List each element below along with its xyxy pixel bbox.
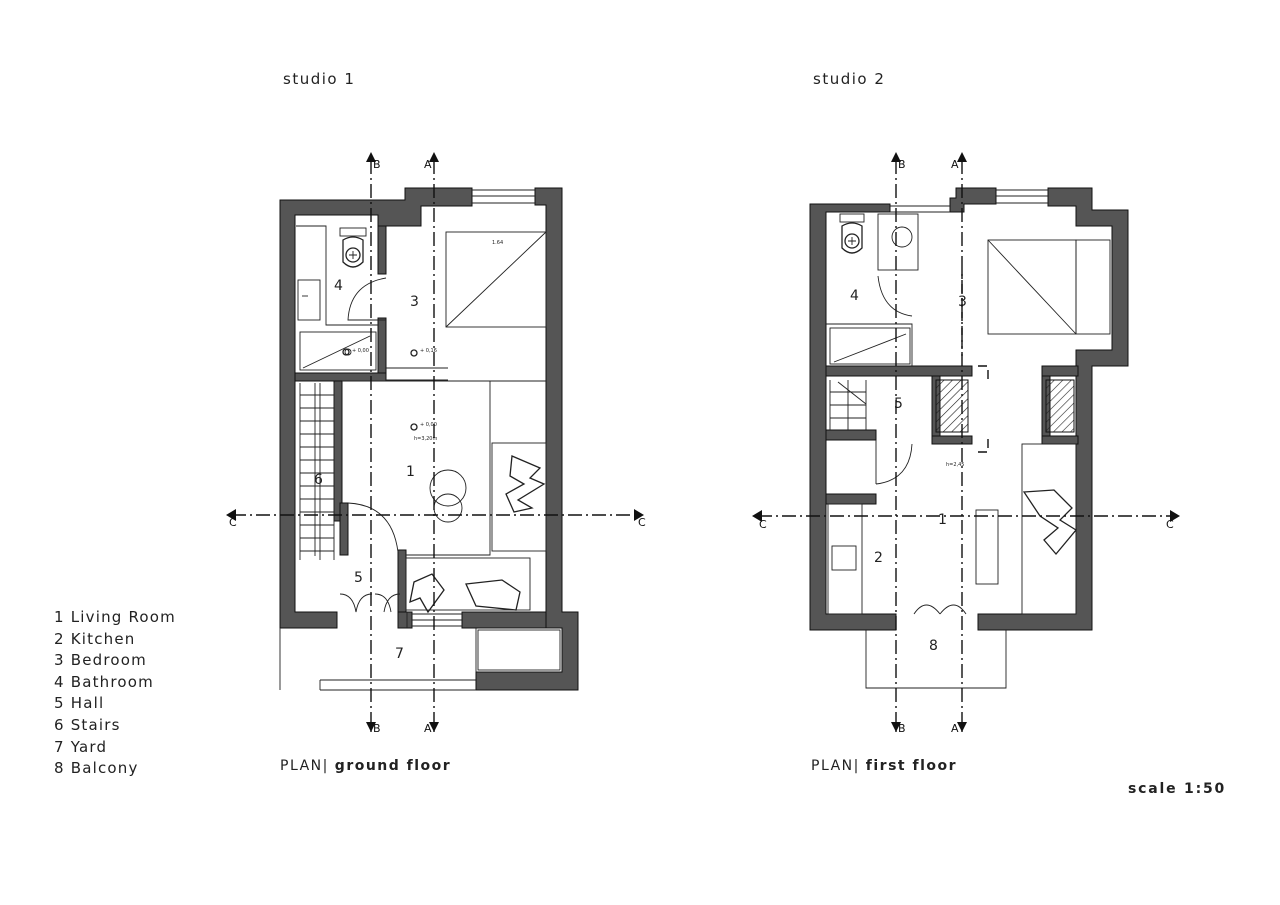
svg-text:C: C <box>229 516 237 529</box>
legend-item: 8 Balcony <box>54 759 139 778</box>
legend-item: 3 Bedroom <box>54 651 147 670</box>
legend-item: 7 Yard <box>54 737 108 756</box>
ground-room-1: 1 <box>406 464 415 480</box>
room-legend: 1 Living Room 2 Kitchen 3 Bedroom 4 Bath… <box>54 607 176 780</box>
svg-text:B: B <box>373 158 381 171</box>
ground-room-7: 7 <box>395 646 404 662</box>
first-room-1: 1 <box>938 512 947 528</box>
svg-text:+ 0,16: + 0,16 <box>420 348 437 354</box>
ground-partition-bath <box>377 225 387 275</box>
svg-text:B: B <box>898 158 906 171</box>
ground-stairs <box>299 383 335 560</box>
svg-text:h=3,20m: h=3,20m <box>414 436 437 442</box>
svg-text:C: C <box>759 518 767 531</box>
legend-item: 4 Bathroom <box>54 672 154 691</box>
first-floor-plan: h=2,45 1 2 3 4 5 8 B A B A C C <box>752 152 1180 735</box>
ground-partition-stairs <box>294 372 387 382</box>
legend-item: 5 Hall <box>54 694 105 713</box>
ground-bench <box>405 557 531 611</box>
first-table <box>975 509 999 585</box>
svg-text:1.64: 1.64 <box>492 240 503 246</box>
first-outer-wall <box>809 203 897 631</box>
first-stairs <box>829 380 867 430</box>
legend-item: 1 Living Room <box>54 608 176 626</box>
svg-text:B: B <box>373 722 381 735</box>
studio-2-title: studio 2 <box>813 70 886 88</box>
ground-bottom-wall <box>461 611 547 629</box>
first-room-5: 5 <box>894 396 903 412</box>
first-room-2: 2 <box>874 550 883 566</box>
studio-1-title: studio 1 <box>283 70 356 88</box>
svg-text:B: B <box>898 722 906 735</box>
ground-table <box>429 469 467 507</box>
first-partition <box>825 365 973 377</box>
ground-room-3: 3 <box>410 294 419 310</box>
ground-floor-caption: PLAN| ground floor <box>280 758 452 774</box>
legend-item: 2 Kitchen <box>54 629 136 648</box>
svg-text:h=2,45: h=2,45 <box>946 462 965 468</box>
svg-text:A: A <box>951 158 959 171</box>
first-room-8: 8 <box>929 638 938 654</box>
ground-bed <box>445 231 547 328</box>
scale-label: scale 1:50 <box>1128 781 1227 797</box>
ground-room-5: 5 <box>354 570 363 586</box>
first-room-3: 3 <box>958 294 967 310</box>
ground-sofa <box>491 442 547 552</box>
first-right-wall <box>977 187 1129 631</box>
svg-text:C: C <box>638 516 646 529</box>
legend-item: 6 Stairs <box>54 715 121 734</box>
first-room-4: 4 <box>850 288 859 304</box>
svg-text:A: A <box>424 722 432 735</box>
svg-text:C: C <box>1166 518 1174 531</box>
svg-text:A: A <box>424 158 432 171</box>
ground-room-6: 6 <box>314 472 323 488</box>
svg-text:A: A <box>951 722 959 735</box>
svg-text:+ 0,00: + 0,00 <box>420 422 437 428</box>
first-sofa <box>1021 443 1077 615</box>
ground-room-4: 4 <box>334 278 343 294</box>
first-kitchen-counter <box>827 503 863 615</box>
svg-text:+ 0,00: + 0,00 <box>352 348 369 354</box>
ground-floor-plan: 1.64 + 0,0 <box>226 152 646 735</box>
first-floor-caption: PLAN| first floor <box>811 758 958 774</box>
